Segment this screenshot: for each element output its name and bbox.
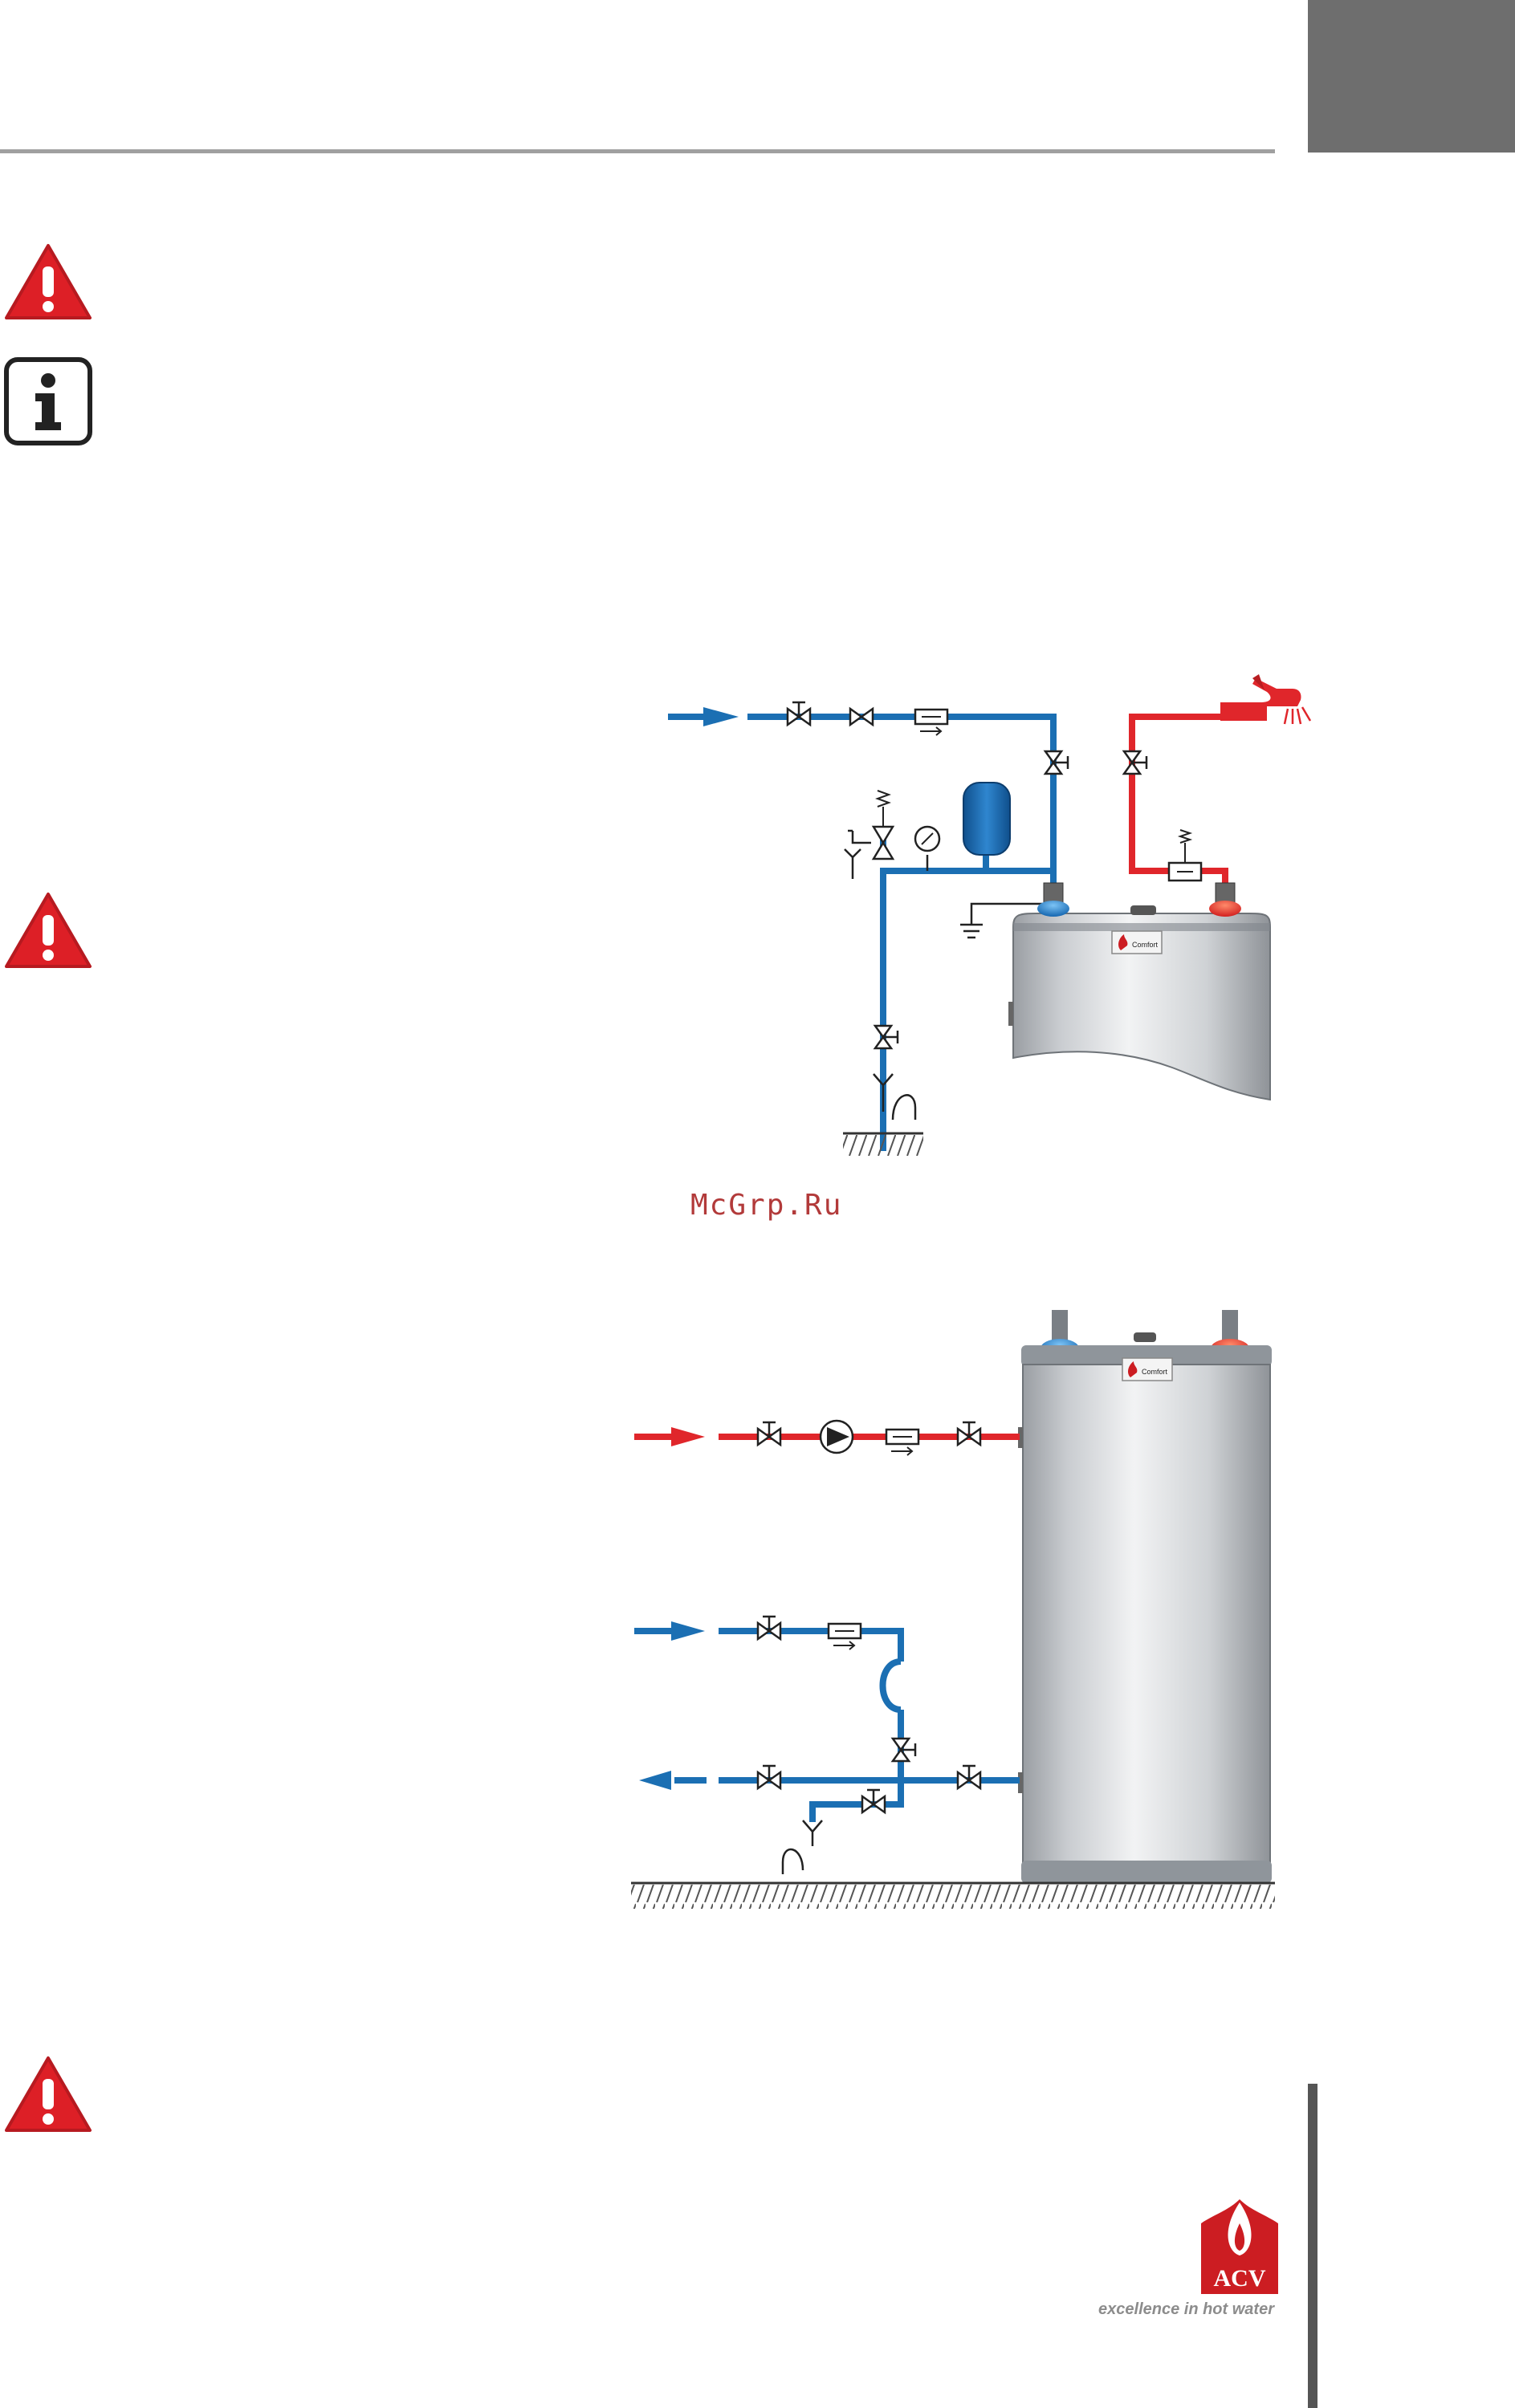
primary-isolating-valve-icon (956, 1421, 982, 1446)
primary-return-arrow (639, 1771, 671, 1790)
circulation-pump-icon (819, 1419, 854, 1454)
ground-hatch (843, 1132, 923, 1156)
section-tab (1308, 0, 1515, 153)
ground-hatch-2 (631, 1881, 1275, 1909)
shutoff-valve-icon (1044, 750, 1069, 775)
stop-valve-icon (786, 701, 812, 726)
warning-icon-bottom (3, 2053, 93, 2135)
warning-icon-top (3, 241, 93, 323)
pressure-gauge-icon (914, 825, 941, 871)
header-rule (0, 149, 1275, 153)
footer-bar (1308, 2084, 1317, 2408)
primary-valve-icon (756, 1421, 782, 1446)
cold-valve-icon (756, 1615, 782, 1641)
cold-filter-icon (827, 1622, 862, 1651)
appliance-plate-text-2: Comfort (1142, 1368, 1168, 1376)
cold-shutoff-valve-icon (891, 1737, 917, 1763)
cold-supply-pipes (719, 1628, 904, 1780)
hot-shutoff-valve-icon (1122, 750, 1148, 775)
water-heater-tank-2: Comfort (1018, 1310, 1272, 1883)
earth-ground-icon (960, 902, 1053, 939)
filter-icon (914, 708, 949, 737)
cold-water-pipes (747, 714, 1057, 1151)
expansion-vessel-icon (963, 782, 1011, 856)
acv-logo: ACV (1201, 2199, 1278, 2294)
return-isolating-valve-icon (956, 1764, 982, 1790)
hot-water-tap-icon (1220, 674, 1312, 725)
appliance-plate-text-1: Comfort (1132, 941, 1159, 949)
mixing-valve-icon (1167, 829, 1203, 882)
warning-icon-middle (3, 889, 93, 971)
safety-valve-icon (844, 790, 895, 879)
return-valve-icon (756, 1764, 782, 1790)
drain-valve-icon (874, 1024, 899, 1050)
drain-funnel-icon (873, 1073, 917, 1121)
primary-filter-icon (885, 1428, 920, 1457)
drain-valve-2-icon (861, 1788, 886, 1814)
water-heater-tank-1: Comfort (1008, 882, 1271, 1101)
tagline: excellence in hot water (1098, 2300, 1275, 2318)
diagram-1: Comfort (668, 674, 1312, 1156)
diagram-2: Comfort (631, 1310, 1275, 1909)
hot-water-pipes (1129, 714, 1228, 891)
check-valve-icon (849, 707, 874, 726)
info-icon (3, 356, 93, 446)
drain-funnel-2-icon (781, 1820, 823, 1874)
watermark-text: McGrp.Ru (690, 1189, 842, 1222)
logo-text: ACV (1214, 2265, 1266, 2292)
